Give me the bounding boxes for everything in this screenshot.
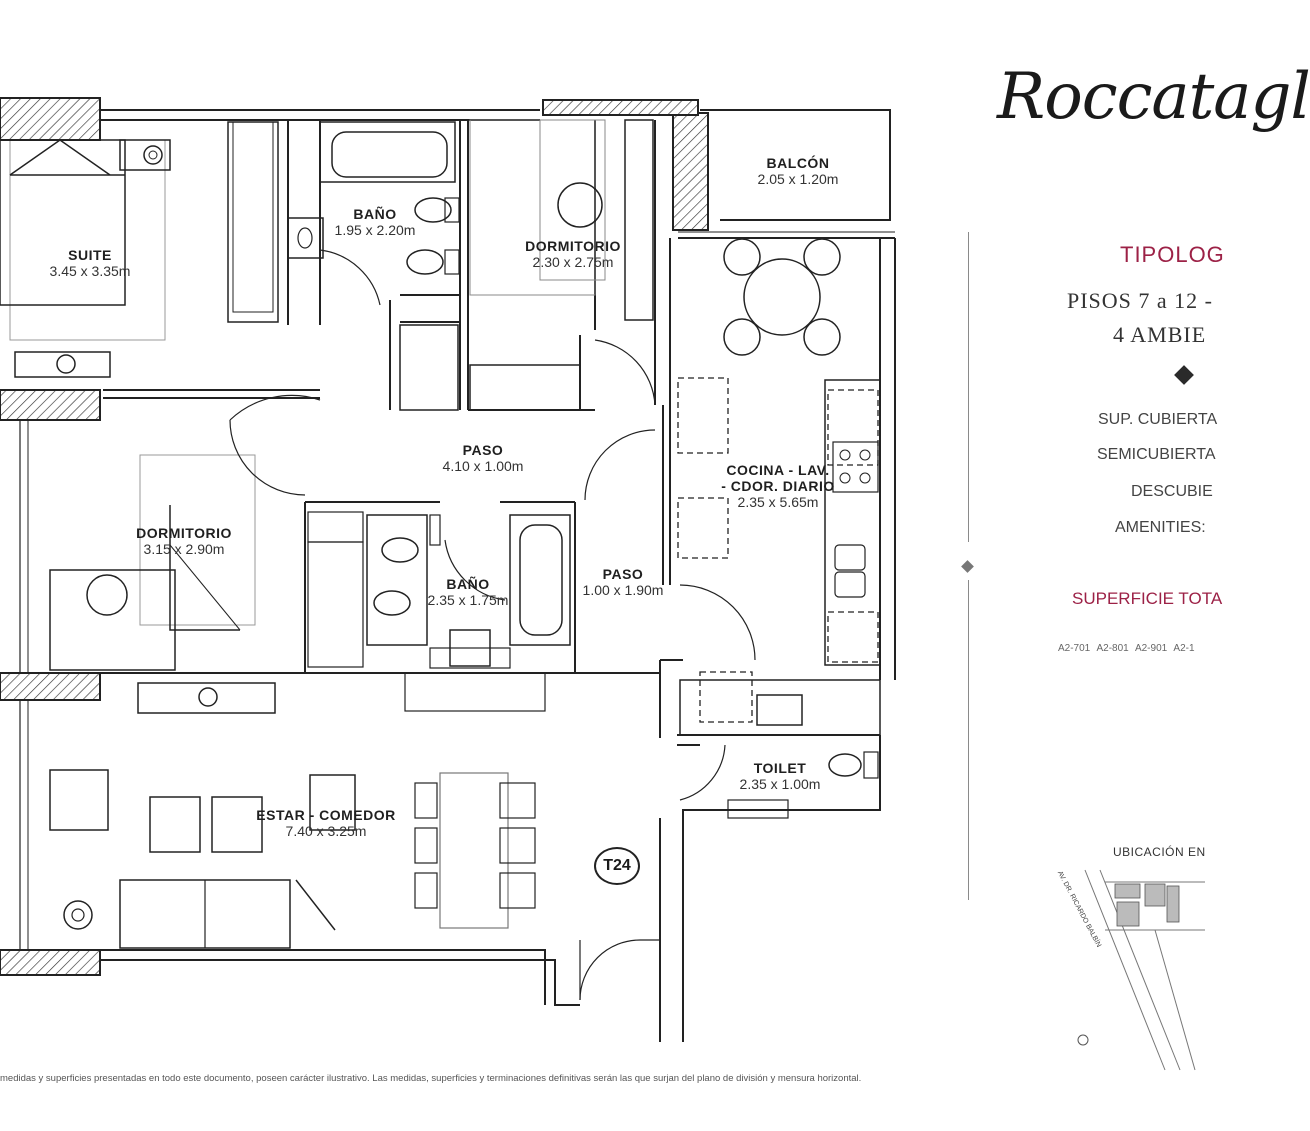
unit-codes: A2-701 A2-801 A2-901 A2-1 (1058, 643, 1195, 654)
floor-plan (0, 97, 896, 1042)
room-dormitorio-2: DORMITORIO 2.30 x 2.75m (525, 238, 621, 271)
semicubierta-label: SEMICUBIERTA (1097, 446, 1216, 463)
room-estar-comedor: ESTAR - COMEDOR 7.40 x 3.25m (256, 807, 396, 840)
unit-code-badge: T24 (594, 847, 640, 885)
superficie-total-label: SUPERFICIE TOTA (1072, 589, 1223, 608)
room-toilet: TOILET 2.35 x 1.00m (739, 760, 821, 793)
pisos-label: PISOS 7 a 12 - (1067, 288, 1214, 313)
diamond-icon (961, 560, 974, 573)
room-paso-1: PASO 4.10 x 1.00m (442, 442, 524, 475)
divider-line-top (968, 232, 969, 542)
room-suite: SUITE 3.45 x 3.35m (49, 247, 131, 280)
room-bano-suite: BAÑO 1.95 x 2.20m (334, 206, 416, 239)
sup-cubierta-label: SUP. CUBIERTA (1098, 411, 1218, 428)
amenities-label: AMENITIES: (1115, 519, 1206, 536)
ubicacion-title: UBICACIÓN EN (1113, 845, 1206, 859)
room-bano-2: BAÑO 2.35 x 1.75m (427, 576, 509, 609)
room-paso-2: PASO 1.00 x 1.90m (582, 566, 664, 599)
descubierta-label: DESCUBIE (1131, 483, 1213, 500)
divider-line-bottom (968, 580, 969, 900)
room-balcon: BALCÓN 2.05 x 1.20m (757, 155, 839, 188)
location-map (1077, 869, 1205, 1071)
room-dormitorio-3: DORMITORIO 3.15 x 2.90m (136, 525, 232, 558)
info-sidebar: Roccatagl TIPOLOG PISOS 7 a 12 - 4 AMBIE… (961, 0, 1310, 1131)
ambientes-label: 4 AMBIE (1113, 322, 1207, 347)
diamond-icon (1174, 365, 1194, 385)
brand-logo: Roccatagl (997, 60, 1310, 134)
room-cocina: COCINA - LAV. - CDOR. DIARIO 2.35 x 5.65… (721, 462, 835, 511)
tipologia-title: TIPOLOG (1120, 242, 1225, 267)
disclaimer-text: medidas y superficies presentadas en tod… (0, 1073, 862, 1084)
